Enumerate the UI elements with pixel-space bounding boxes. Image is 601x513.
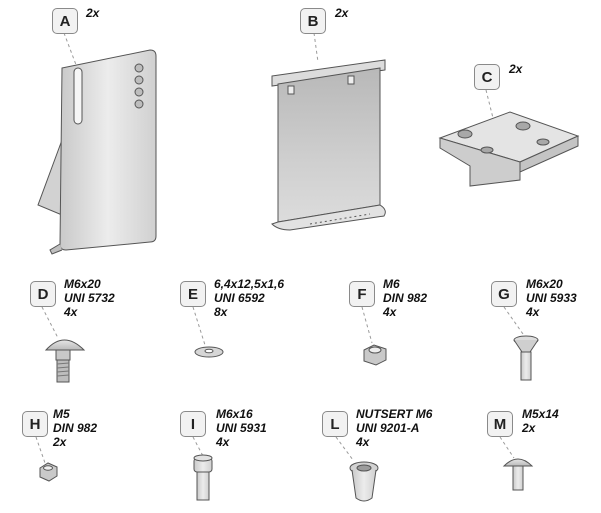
badge-i: I: [180, 411, 206, 437]
badge-h: H: [22, 411, 48, 437]
spec-f: M6 DIN 982 4x: [383, 277, 427, 319]
leader-lines: [35, 32, 524, 464]
spec-f-line-3: 4x: [383, 305, 397, 319]
spec-l-line-3: 4x: [356, 435, 370, 449]
spec-h: M5 DIN 982 2x: [53, 407, 97, 449]
spec-i: M6x16 UNI 5931 4x: [216, 407, 267, 449]
spec-l: NUTSERT M6 UNI 9201-A 4x: [356, 407, 432, 449]
leader-b: [313, 32, 319, 63]
badge-e: E: [180, 281, 206, 307]
spec-g: M6x20 UNI 5933 4x: [526, 277, 577, 319]
badge-g: G: [491, 281, 517, 307]
nut-h-drawing: [39, 462, 58, 482]
nut-f-drawing: [363, 344, 387, 366]
spec-e-line-2: UNI 6592: [214, 291, 265, 305]
badge-f: F: [349, 281, 375, 307]
spec-d-line-1: M6x20: [64, 277, 101, 291]
spec-h-line-3: 2x: [53, 435, 67, 449]
bracket-a-drawing: [37, 49, 157, 255]
socket-screw-i-drawing: [193, 454, 213, 501]
spec-m-line-2: 2x: [522, 421, 536, 435]
bracket-c-drawing: [438, 111, 580, 187]
spec-d: M6x20 UNI 5732 4x: [64, 277, 115, 319]
leader-g: [503, 306, 524, 335]
badge-l: L: [322, 411, 348, 437]
qty-a: 2x: [86, 6, 100, 20]
spec-h-line-2: DIN 982: [53, 421, 98, 435]
screw-g-drawing: [513, 335, 539, 381]
qty-c: 2x: [509, 62, 523, 76]
spec-l-line-2: UNI 9201-A: [356, 421, 420, 435]
spec-e-line-1: 6,4x12,5x1,6: [214, 277, 285, 291]
leader-h: [35, 436, 46, 464]
spec-i-line-2: UNI 5931: [216, 421, 267, 435]
spec-d-line-2: UNI 5732: [64, 291, 115, 305]
leader-c: [485, 89, 495, 123]
leader-l: [335, 436, 354, 461]
spec-g-line-1: M6x20: [526, 277, 563, 291]
spec-l-line-1: NUTSERT M6: [356, 407, 433, 421]
badge-a: A: [52, 8, 78, 34]
spec-e-line-3: 8x: [214, 305, 228, 319]
leader-d: [41, 306, 59, 339]
leader-f: [361, 306, 373, 344]
spec-h-line-1: M5: [53, 407, 70, 421]
badge-c: C: [474, 64, 500, 90]
nutsert-l-drawing: [349, 461, 379, 502]
spec-d-line-3: 4x: [64, 305, 78, 319]
bracket-b-drawing: [271, 59, 386, 231]
spec-i-line-1: M6x16: [216, 407, 253, 421]
carriage-bolt-d-drawing: [44, 339, 86, 383]
screw-m-drawing: [502, 458, 534, 491]
spec-f-line-1: M6: [383, 277, 400, 291]
spec-g-line-2: UNI 5933: [526, 291, 577, 305]
leader-a: [63, 32, 79, 71]
badge-b: B: [300, 8, 326, 34]
spec-g-line-3: 4x: [526, 305, 540, 319]
spec-m: M5x14 2x: [522, 407, 559, 435]
badge-d: D: [30, 281, 56, 307]
spec-i-line-3: 4x: [216, 435, 230, 449]
spec-m-line-1: M5x14: [522, 407, 559, 421]
washer-e-drawing: [194, 346, 224, 358]
leader-e: [192, 306, 206, 346]
spec-e: 6,4x12,5x1,6 UNI 6592 8x: [214, 277, 284, 319]
leader-m: [499, 436, 515, 459]
badge-m: M: [487, 411, 513, 437]
leader-i: [192, 436, 204, 457]
qty-b: 2x: [335, 6, 349, 20]
spec-f-line-2: DIN 982: [383, 291, 428, 305]
